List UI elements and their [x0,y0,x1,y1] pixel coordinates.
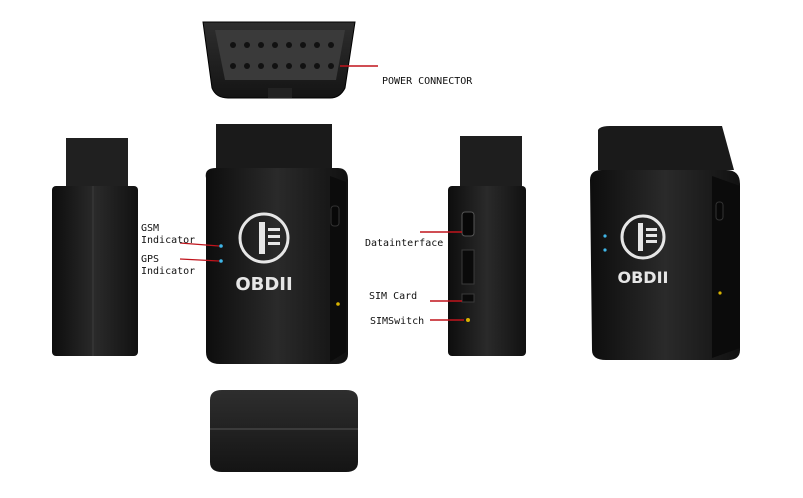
right-side-view [448,136,526,356]
sim-card-label: SIM Card [369,291,418,302]
gsm-label: GSM [141,223,160,234]
top-view-power-connector [202,21,356,99]
bottom-view-device [210,390,358,472]
gps-label: GPS [141,254,160,265]
sim-switch-label: SIMSwitch [370,316,425,327]
left-side-view [52,138,138,356]
obd-logo-icon-angled [620,214,666,260]
gps-indicator-label: Indicator [141,266,196,277]
front-view-device: OBDII [205,124,348,364]
angled-logo-text: OBDII [618,268,669,287]
obd-logo-icon [238,212,290,264]
data-interface-label: Datainterface [365,238,444,249]
angled-view-device: OBDII [590,126,740,360]
gsm-callout-line [179,242,220,247]
gsm-indicator-label: Indicator [141,235,196,246]
gps-callout-line [179,258,220,262]
power-connector-label: POWER CONNECTOR [382,76,473,87]
front-logo-text: OBDII [235,274,292,295]
